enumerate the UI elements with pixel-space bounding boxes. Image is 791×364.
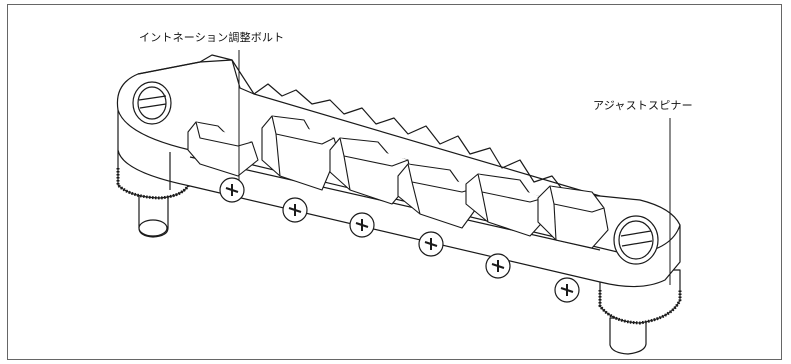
phillips-screw-icon [418, 231, 444, 257]
saddle-1 [187, 121, 259, 177]
phillips-screw-icon [282, 197, 308, 223]
right-post [609, 317, 647, 355]
adjust-spinner-label: アジャストスピナー [593, 99, 693, 112]
saddle-3 [329, 137, 413, 205]
left-post [138, 189, 169, 238]
phillips-screw-icon [349, 212, 375, 238]
phillips-screw-icon [485, 253, 511, 279]
slotted-screw-icon [132, 81, 172, 125]
saddles [187, 115, 609, 249]
phillips-screw-icon [219, 177, 245, 203]
slotted-screw-icon [613, 215, 659, 265]
intonation-bolt-label: イントネーション調整ボルト [139, 31, 285, 44]
saddle-6 [537, 185, 609, 249]
phillips-screw-icon [554, 277, 580, 303]
saddle-2 [261, 115, 339, 191]
